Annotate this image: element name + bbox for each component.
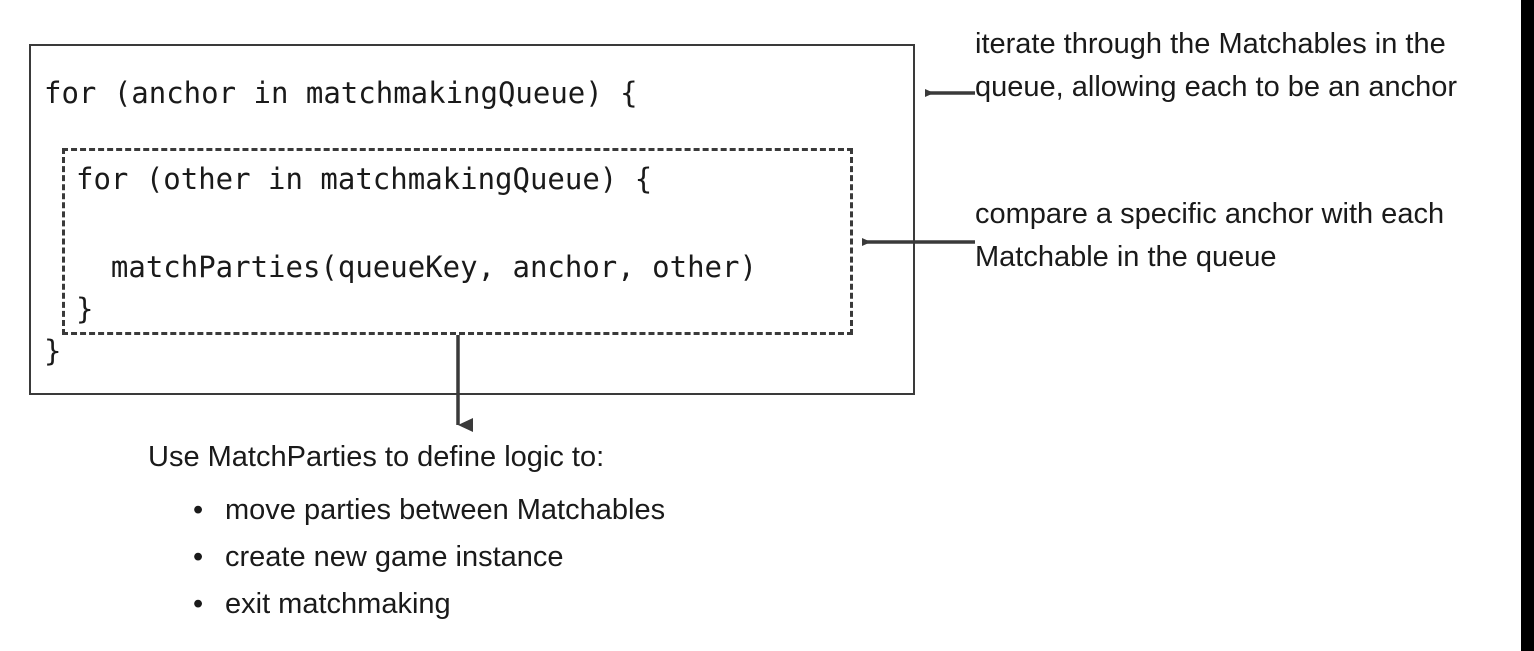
bullet-dot-icon: • [193, 588, 204, 620]
annotation-outer-loop: iterate through the Matchables in the qu… [975, 28, 1458, 103]
list-item-label: exit matchmaking [225, 588, 451, 620]
bottom-title: Use MatchParties to define logic to: [148, 441, 605, 473]
inner-loop-dashed-box [62, 148, 853, 335]
right-edge-band [1521, 0, 1534, 651]
list-item: • move parties between Matchables [148, 487, 908, 534]
code-line-inner-close-brace: } [76, 292, 94, 326]
list-item-label: create new game instance [225, 541, 564, 573]
code-line-match-parties: matchParties(queueKey, anchor, other) [76, 250, 757, 284]
code-line-outer-for: for (anchor in matchmakingQueue) { [44, 76, 638, 110]
list-item-label: move parties between Matchables [225, 494, 666, 526]
list-item: • create new game instance [148, 534, 908, 581]
outer-code-box [29, 44, 915, 395]
bullet-dot-icon: • [193, 494, 204, 526]
bottom-notes: Use MatchParties to define logic to: • m… [148, 436, 908, 628]
code-line-outer-close-brace: } [44, 334, 62, 368]
code-line-inner-for: for (other in matchmakingQueue) { [76, 162, 653, 196]
bottom-bullet-list: • move parties between Matchables • crea… [148, 487, 908, 628]
list-item: • exit matchmaking [148, 581, 908, 628]
annotation-inner-loop: compare a specific anchor with each Matc… [975, 198, 1445, 273]
bullet-dot-icon: • [193, 541, 204, 573]
